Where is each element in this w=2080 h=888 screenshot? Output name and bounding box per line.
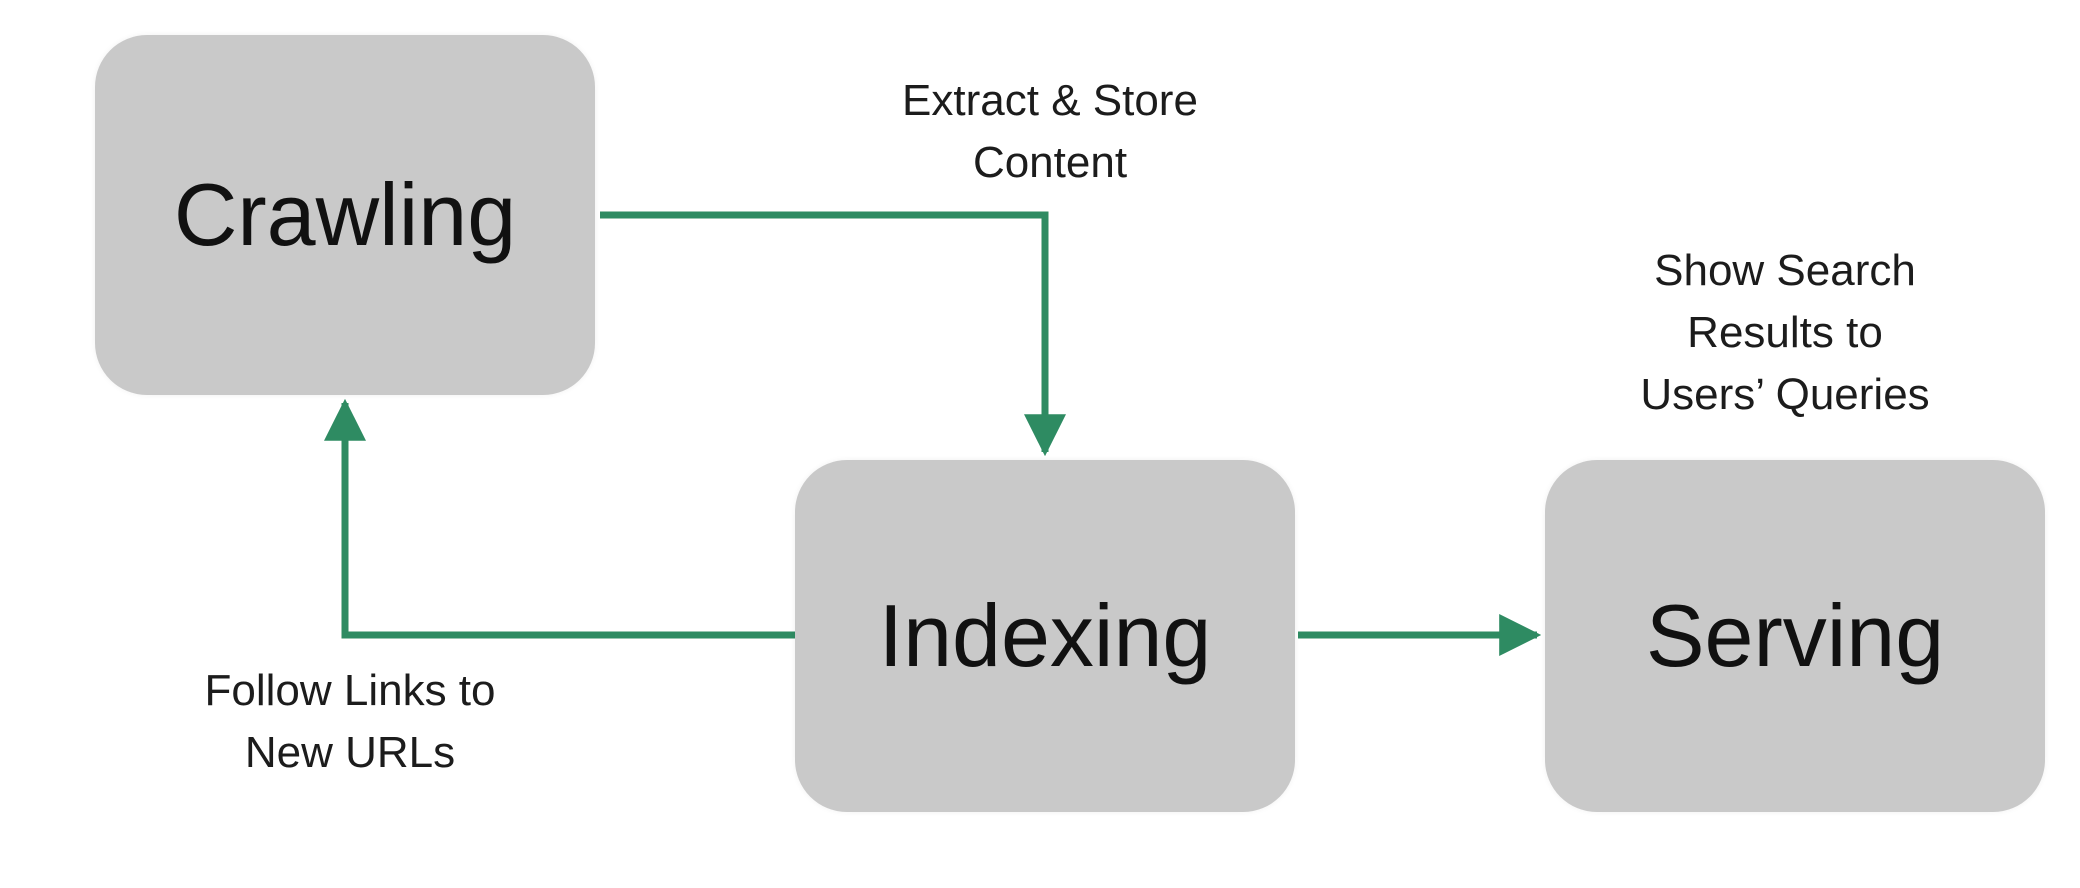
- edge-label-line: Show Search: [1654, 246, 1916, 295]
- edge-label-extract-store: Extract & Store Content: [830, 70, 1270, 194]
- edge-label-line: Extract & Store: [902, 76, 1198, 125]
- edge-label-follow-links: Follow Links to New URLs: [150, 660, 550, 784]
- edge-crawling-to-indexing: [600, 211, 1066, 457]
- edge-label-line: Content: [972, 138, 1128, 187]
- edge-label-show-results: Show Search Results to Users’ Queries: [1560, 240, 2010, 426]
- node-serving-label: Serving: [1645, 586, 1945, 685]
- edge-label-line: Users’ Queries: [1640, 370, 1930, 419]
- edge-label-line: Results to: [1687, 308, 1883, 357]
- node-crawling: Crawling: [95, 35, 595, 395]
- node-serving: Serving: [1545, 460, 2045, 812]
- node-indexing: Indexing: [795, 460, 1295, 812]
- edge-label-line: Follow Links to: [204, 666, 496, 715]
- node-crawling-label: Crawling: [173, 165, 517, 264]
- node-indexing-label: Indexing: [878, 586, 1212, 685]
- edge-indexing-to-crawling: [324, 398, 795, 639]
- edge-label-line: New URLs: [244, 728, 456, 777]
